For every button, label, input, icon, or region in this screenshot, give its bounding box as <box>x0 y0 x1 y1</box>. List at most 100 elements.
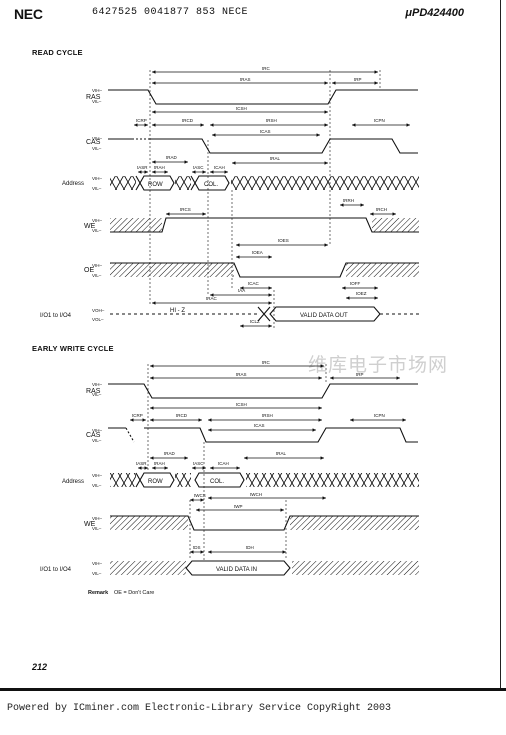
svg-text:tRCD: tRCD <box>176 413 188 418</box>
svg-text:tCAC: tCAC <box>248 281 260 286</box>
svg-text:VIL–: VIL– <box>92 392 102 397</box>
svg-text:tRCD: tRCD <box>182 118 194 123</box>
watermark: 维库电子市场网 <box>308 354 449 376</box>
read-cycle-title: READ CYCLE <box>32 48 83 57</box>
svg-text:VIL–: VIL– <box>92 273 102 278</box>
address-label: Address <box>62 181 84 187</box>
ras-label: RAS <box>86 94 101 101</box>
page-number: 212 <box>32 662 48 672</box>
svg-text:tASC: tASC <box>193 165 204 170</box>
svg-text:VOH–: VOH– <box>92 308 105 313</box>
svg-text:tAA: tAA <box>238 288 245 293</box>
read-level-labels: VIH–VIL– VIH–VIL– VIH–VIL– VIH–VIL– VIH–… <box>92 88 105 322</box>
svg-text:tRAS: tRAS <box>240 77 251 82</box>
svg-text:I/O1 to I/O4: I/O1 to I/O4 <box>40 567 72 573</box>
svg-text:tCAS: tCAS <box>260 129 271 134</box>
svg-text:tRC: tRC <box>262 66 271 71</box>
svg-text:VIH–: VIH– <box>92 218 103 223</box>
cas-waveform-write: CAS <box>86 427 418 443</box>
brand-logo: NEC <box>14 6 43 22</box>
svg-text:tOEA: tOEA <box>252 250 263 255</box>
datasheet-page: NEC 6427525 0041877 853 NECE μPD424400 R… <box>14 0 501 688</box>
svg-text:Address: Address <box>62 479 84 485</box>
svg-text:VIH–: VIH– <box>92 561 103 566</box>
svg-text:VIL–: VIL– <box>92 186 102 191</box>
svg-text:tCAH: tCAH <box>214 165 225 170</box>
svg-text:Remark: Remark <box>88 590 109 596</box>
read-cycle-diagram: RAS CAS Address WE <box>40 66 419 330</box>
svg-text:VIH–: VIH– <box>92 382 103 387</box>
io-label-read: I/O1 to I/O4 <box>40 313 72 319</box>
svg-text:VALID DATA OUT: VALID DATA OUT <box>300 313 348 319</box>
svg-text:tRAC: tRAC <box>206 296 218 301</box>
svg-text:ROW: ROW <box>148 182 163 188</box>
svg-text:tRAD: tRAD <box>166 155 178 160</box>
io-waveform-write: I/O1 to I/O4 <box>40 560 419 576</box>
svg-text:tRSH: tRSH <box>262 413 273 418</box>
read-timing-arrows <box>134 70 410 328</box>
svg-text:tCSH: tCSH <box>236 402 247 407</box>
svg-text:VIL–: VIL– <box>92 571 102 576</box>
svg-text:tRSH: tRSH <box>266 118 277 123</box>
svg-text:VIH–: VIH– <box>92 176 103 181</box>
svg-text:tOES: tOES <box>278 238 289 243</box>
svg-text:VIH–: VIH– <box>92 136 103 141</box>
write-timing-labels: tRC tRAS tRP tCSH tCRP tRCD tRSH tCAS tC… <box>132 360 385 550</box>
svg-text:tRAS: tRAS <box>236 372 247 377</box>
address-waveform: Address <box>62 175 419 191</box>
svg-text:VIL–: VIL– <box>92 483 102 488</box>
io-waveform-read: I/O1 to I/O4 <box>40 306 419 322</box>
cas-label: CAS <box>86 139 101 146</box>
timing-diagrams: RAS CAS Address WE <box>40 66 419 596</box>
svg-text:VIH–: VIH– <box>92 516 103 521</box>
remark: Remark OE = Don't Care <box>88 590 154 596</box>
svg-text:tCRP: tCRP <box>132 413 143 418</box>
svg-text:tRC: tRC <box>262 360 271 365</box>
svg-text:tASR: tASR <box>137 165 148 170</box>
write-box-labels: ROW COL. VALID DATA IN <box>148 479 257 573</box>
footer-copyright: Powered by ICminer.com Electronic-Librar… <box>7 703 392 714</box>
svg-text:tRP: tRP <box>356 372 364 377</box>
svg-text:tOEZ: tOEZ <box>356 291 367 296</box>
svg-text:tWCS: tWCS <box>194 493 206 498</box>
svg-text:tRAL: tRAL <box>270 156 281 161</box>
read-box-labels: ROW COL. VALID DATA OUT HI - Z <box>148 182 348 319</box>
svg-text:VOL–: VOL– <box>92 317 104 322</box>
svg-text:tASC: tASC <box>193 461 204 466</box>
svg-text:tDH: tDH <box>246 545 254 550</box>
oe-waveform: OE <box>84 262 419 278</box>
svg-text:VIL–: VIL– <box>92 526 102 531</box>
svg-text:tRCS: tRCS <box>180 207 191 212</box>
cas-waveform: CAS <box>86 138 418 154</box>
svg-text:tRAH: tRAH <box>154 461 165 466</box>
write-level-labels: VIH–VIL– VIH–VIL– VIH–VIL– VIH–VIL– VIH–… <box>92 382 103 576</box>
ras-waveform: RAS <box>86 89 418 105</box>
svg-text:RAS: RAS <box>86 388 101 395</box>
svg-text:tWCH: tWCH <box>250 492 262 497</box>
svg-text:tCAS: tCAS <box>254 423 265 428</box>
footer-bar: Powered by ICminer.com Electronic-Librar… <box>0 688 506 735</box>
svg-text:tRAH: tRAH <box>154 165 165 170</box>
svg-text:tASR: tASR <box>136 461 147 466</box>
svg-text:WE: WE <box>84 521 96 528</box>
svg-text:tWP: tWP <box>234 504 243 509</box>
svg-text:tCPN: tCPN <box>374 118 385 123</box>
svg-text:VALID DATA IN: VALID DATA IN <box>216 567 257 573</box>
catalog-code: 6427525 0041877 853 NECE <box>92 7 249 18</box>
write-cycle-diagram: RAS CAS Address WE I/O1 to I/O4 <box>40 360 419 596</box>
svg-text:tCPN: tCPN <box>374 413 385 418</box>
svg-text:VIL–: VIL– <box>92 99 102 104</box>
svg-text:tRRH: tRRH <box>343 198 354 203</box>
svg-text:tCAH: tCAH <box>218 461 229 466</box>
svg-text:VIL–: VIL– <box>92 438 102 443</box>
we-waveform: WE <box>84 217 419 233</box>
svg-text:tRAD: tRAD <box>164 451 176 456</box>
address-waveform-write: Address <box>62 472 419 488</box>
svg-text:tCSH: tCSH <box>236 106 247 111</box>
svg-text:COL.: COL. <box>204 182 218 188</box>
svg-text:OE = Don't Care: OE = Don't Care <box>114 590 154 596</box>
write-reference-lines <box>147 364 327 560</box>
ras-waveform-write: RAS <box>86 383 418 399</box>
svg-text:tRP: tRP <box>354 77 362 82</box>
we-label: WE <box>84 223 96 230</box>
